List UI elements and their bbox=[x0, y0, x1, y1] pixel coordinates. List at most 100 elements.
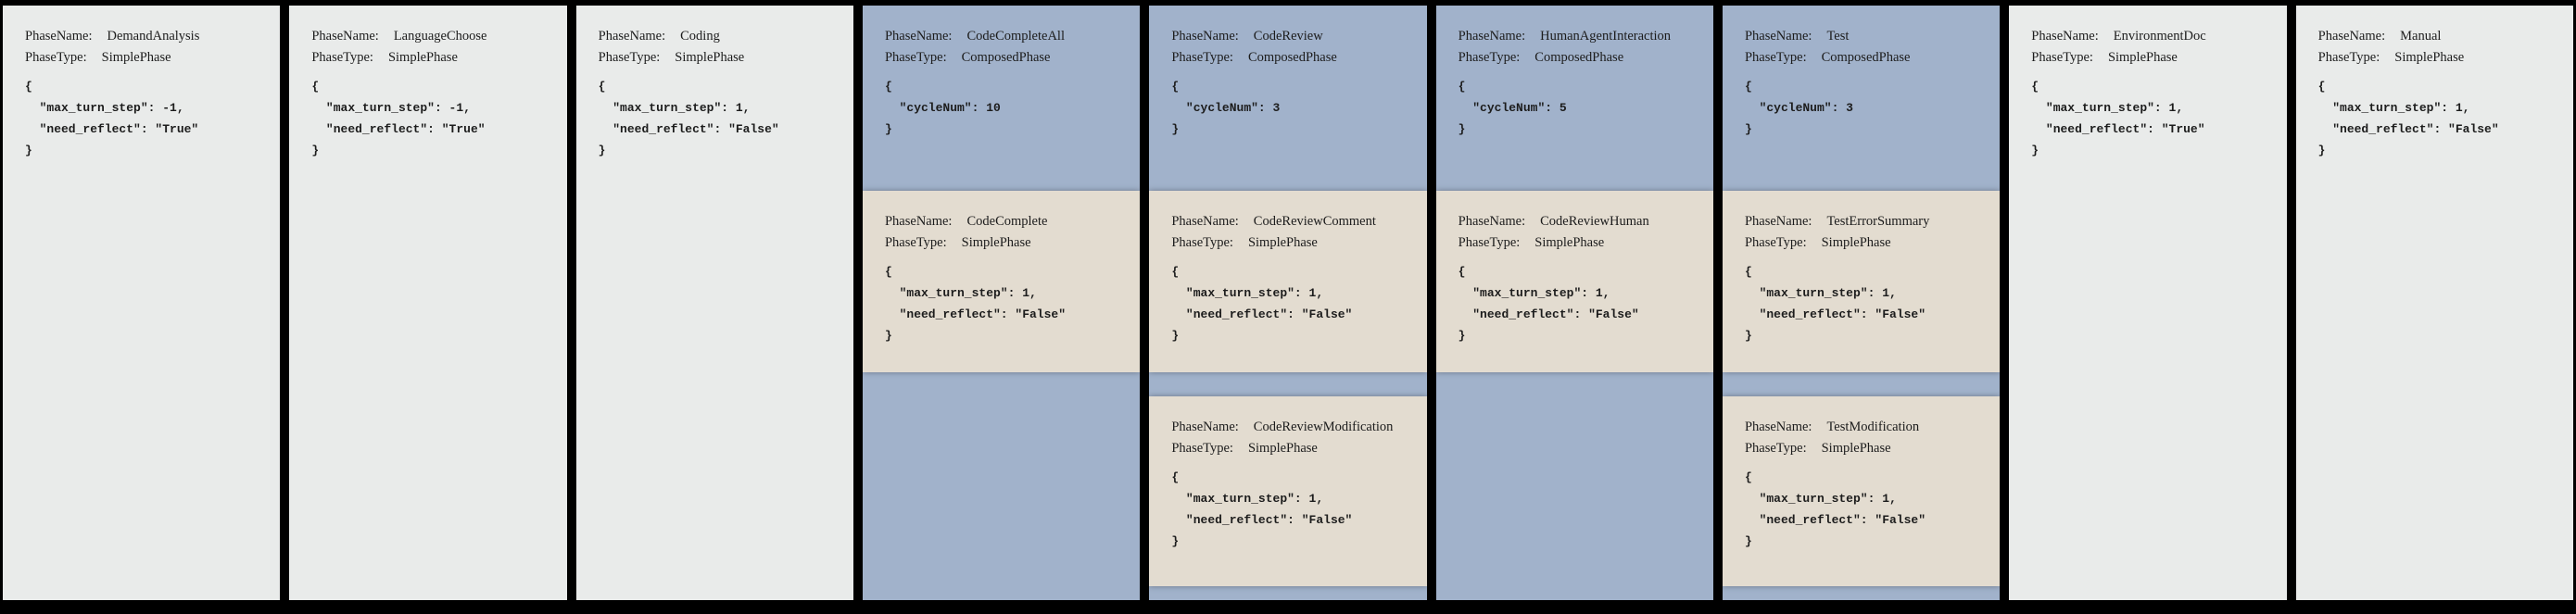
phase-name-row: PhaseName: Test bbox=[1745, 26, 1992, 47]
phase-config-json: { "cycleNum": 3 } bbox=[1171, 80, 1281, 136]
phase-card-content: PhaseName: Coding PhaseType:SimplePhase {… bbox=[576, 6, 853, 161]
phase-name-row: PhaseName:Manual bbox=[2318, 26, 2566, 47]
phase-config-json: { "max_turn_step": -1, "need_reflect": "… bbox=[311, 80, 486, 157]
phase-type-value: SimplePhase bbox=[101, 50, 171, 65]
phase-type-value: SimplePhase bbox=[1821, 235, 1891, 250]
phase-name-value: TestErrorSummary bbox=[1826, 214, 1930, 229]
phase-type-label: PhaseType: bbox=[1171, 50, 1233, 65]
phase-type-row: PhaseType:SimplePhase bbox=[311, 47, 559, 69]
phase-type-row: PhaseType: SimplePhase bbox=[2031, 47, 2279, 69]
subphase-card-test-error-summary: PhaseName:TestErrorSummary PhaseType: Sim… bbox=[1722, 191, 2001, 372]
phase-card-content: PhaseName: CodeReview PhaseType:ComposedP… bbox=[1149, 6, 1426, 140]
subphase-card-content: PhaseName: CodeReviewModification PhaseTy… bbox=[1149, 396, 1426, 552]
phase-config-json: { "cycleNum": 3 } bbox=[1744, 80, 1853, 136]
phase-type-value: SimplePhase bbox=[2107, 50, 2178, 65]
phase-type-value: SimplePhase bbox=[1247, 441, 1318, 456]
phase-name-row: PhaseName: Coding bbox=[599, 26, 846, 47]
phase-name-label: PhaseName: bbox=[1744, 420, 1812, 434]
phase-name-label: PhaseName: bbox=[598, 29, 666, 44]
phase-name-value: CodeReviewHuman bbox=[1540, 214, 1649, 229]
phase-config-json: { "max_turn_step": 1, "need_reflect": "T… bbox=[2031, 80, 2205, 157]
subphase-card-content: PhaseName: CodeReviewHuman PhaseType:Simp… bbox=[1436, 191, 1713, 346]
phase-card-content: PhaseName:EnvironmentDoc PhaseType: Simpl… bbox=[2009, 6, 2286, 161]
phase-name-row: PhaseName:TestErrorSummary bbox=[1745, 211, 1992, 232]
phase-name-value: LanguageChoose bbox=[393, 29, 487, 44]
phase-type-row: PhaseType:SimplePhase bbox=[1458, 232, 1706, 254]
phase-card-test: PhaseName:Test PhaseType:ComposedPhase {… bbox=[1722, 6, 2001, 600]
phase-type-value: ComposedPhase bbox=[1534, 50, 1624, 65]
phase-name-row: PhaseName: CodeReviewComment bbox=[1171, 211, 1419, 232]
phase-card-content: PhaseName:CodeCompleteAll PhaseType:Comp… bbox=[863, 6, 1140, 140]
phase-config-json: { "max_turn_step": 1, "need_reflect": "F… bbox=[1171, 470, 1353, 548]
phase-name-label: PhaseName: bbox=[1171, 214, 1239, 229]
phase-name-value: Coding bbox=[680, 29, 720, 44]
phase-type-label: PhaseType: bbox=[2317, 50, 2380, 65]
subphase-card-content: PhaseName:TestModification PhaseType:Sim… bbox=[1723, 396, 2000, 552]
phase-card-content: PhaseName:LanguageChoose PhaseType:Simpl… bbox=[289, 6, 566, 161]
phase-name-value: CodeReview bbox=[1253, 29, 1323, 44]
phase-type-row: PhaseType: SimplePhase bbox=[1745, 232, 1992, 254]
subphase-card-code-review-human: PhaseName: CodeReviewHuman PhaseType:Simp… bbox=[1435, 191, 1713, 372]
phase-name-label: PhaseName: bbox=[1171, 29, 1239, 44]
phase-name-label: PhaseName: bbox=[1171, 420, 1239, 434]
phase-name-label: PhaseName: bbox=[2317, 29, 2386, 44]
phase-name-row: PhaseName:EnvironmentDoc bbox=[2031, 26, 2279, 47]
phase-card-demand-analysis: PhaseName:DemandAnalysis PhaseType:Simpl… bbox=[3, 6, 281, 600]
subphase-card-test-modification: PhaseName:TestModification PhaseType:Sim… bbox=[1722, 396, 2001, 586]
phase-type-label: PhaseType: bbox=[2031, 50, 2093, 65]
subphase-card-content: PhaseName:TestErrorSummary PhaseType: Sim… bbox=[1723, 191, 2000, 346]
phase-name-label: PhaseName: bbox=[1744, 29, 1812, 44]
phase-name-row: PhaseName: CodeReviewHuman bbox=[1458, 211, 1706, 232]
phase-config-json: { "max_turn_step": 1, "need_reflect": "F… bbox=[2317, 80, 2499, 157]
phase-config-json: { "max_turn_step": 1, "need_reflect": "F… bbox=[1458, 265, 1639, 343]
phase-name-value: Test bbox=[1826, 29, 1850, 44]
phase-name-value: HumanAgentInteraction bbox=[1540, 29, 1672, 44]
phase-type-row: PhaseType:SimplePhase bbox=[25, 47, 272, 69]
phase-name-row: PhaseName: CodeReview bbox=[1171, 26, 1419, 47]
phase-card-code-review: PhaseName: CodeReview PhaseType:ComposedP… bbox=[1149, 6, 1427, 600]
phase-type-row: PhaseType:SimplePhase bbox=[599, 47, 846, 69]
phase-name-value: TestModification bbox=[1826, 420, 1920, 434]
phase-type-row: PhaseType: SimplePhase bbox=[2318, 47, 2566, 69]
phase-type-row: PhaseType:SimplePhase bbox=[885, 232, 1132, 254]
phase-type-row: PhaseType:ComposedPhase bbox=[885, 47, 1132, 69]
phase-type-value: ComposedPhase bbox=[961, 50, 1051, 65]
phase-name-row: PhaseName: TestModification bbox=[1745, 417, 1992, 438]
phase-config-json: { "cycleNum": 5 } bbox=[1458, 80, 1567, 136]
phase-config-json: { "max_turn_step": 1, "need_reflect": "F… bbox=[598, 80, 779, 157]
phase-name-value: DemandAnalysis bbox=[107, 29, 200, 44]
phase-config-json: { "max_turn_step": 1, "need_reflect": "F… bbox=[1744, 265, 1926, 343]
phase-card-language-choose: PhaseName:LanguageChoose PhaseType:Simpl… bbox=[289, 6, 567, 600]
phase-card-content: PhaseName:Test PhaseType:ComposedPhase {… bbox=[1723, 6, 2000, 140]
phase-name-row: PhaseName:HumanAgentInteraction bbox=[1458, 26, 1706, 47]
phase-name-value: CodeReviewComment bbox=[1253, 214, 1376, 229]
phase-type-value: SimplePhase bbox=[675, 50, 745, 65]
phase-type-label: PhaseType: bbox=[1171, 235, 1233, 250]
composed-phase-header: PhaseName:HumanAgentInteraction PhaseTyp… bbox=[1436, 6, 1713, 191]
composed-phase-header: PhaseName:Test PhaseType:ComposedPhase {… bbox=[1723, 6, 2000, 191]
phase-type-value: SimplePhase bbox=[2394, 50, 2465, 65]
phase-card-environment-doc: PhaseName:EnvironmentDoc PhaseType: Simpl… bbox=[2009, 6, 2287, 600]
phase-config-json: { "max_turn_step": 1, "need_reflect": "F… bbox=[1171, 265, 1353, 343]
phase-name-value: EnvironmentDoc bbox=[2113, 29, 2206, 44]
phase-config-json: { "max_turn_step": 1, "need_reflect": "F… bbox=[884, 265, 1067, 343]
phase-card-manual: PhaseName:Manual PhaseType: SimplePhase {… bbox=[2295, 6, 2573, 600]
phase-type-row: PhaseType:ComposedPhase bbox=[1458, 47, 1706, 69]
phase-card-content: PhaseName:DemandAnalysis PhaseType:Simpl… bbox=[3, 6, 280, 161]
phase-name-row: PhaseName:DemandAnalysis bbox=[25, 26, 272, 47]
subphase-card-content: PhaseName:CodeComplete PhaseType:SimpleP… bbox=[863, 191, 1140, 346]
phase-card-code-complete-all: PhaseName:CodeCompleteAll PhaseType:Comp… bbox=[862, 6, 1141, 600]
subphase-card-code-review-comment: PhaseName:CodeReviewComment PhaseType:Si… bbox=[1149, 191, 1427, 372]
phase-name-row: PhaseName:CodeComplete bbox=[885, 211, 1132, 232]
phase-type-label: PhaseType: bbox=[1171, 441, 1233, 456]
phase-name-value: CodeReviewModification bbox=[1253, 420, 1394, 434]
subphase-card-code-review-modification: PhaseName: CodeReviewModification PhaseTy… bbox=[1149, 396, 1427, 586]
subphase-card-content: PhaseName:CodeReviewComment PhaseType:Si… bbox=[1149, 191, 1426, 346]
composed-phase-header: PhaseName: CodeReview PhaseType:ComposedP… bbox=[1149, 6, 1426, 191]
phase-name-label: PhaseName: bbox=[1458, 214, 1526, 229]
phase-type-label: PhaseType: bbox=[1744, 235, 1807, 250]
phase-type-row: PhaseType:ComposedPhase bbox=[1171, 47, 1419, 69]
phase-name-value: CodeCompleteAll bbox=[966, 29, 1065, 44]
phase-name-row: PhaseName: CodeReviewModification bbox=[1171, 417, 1419, 438]
phase-name-row: PhaseName:LanguageChoose bbox=[311, 26, 559, 47]
